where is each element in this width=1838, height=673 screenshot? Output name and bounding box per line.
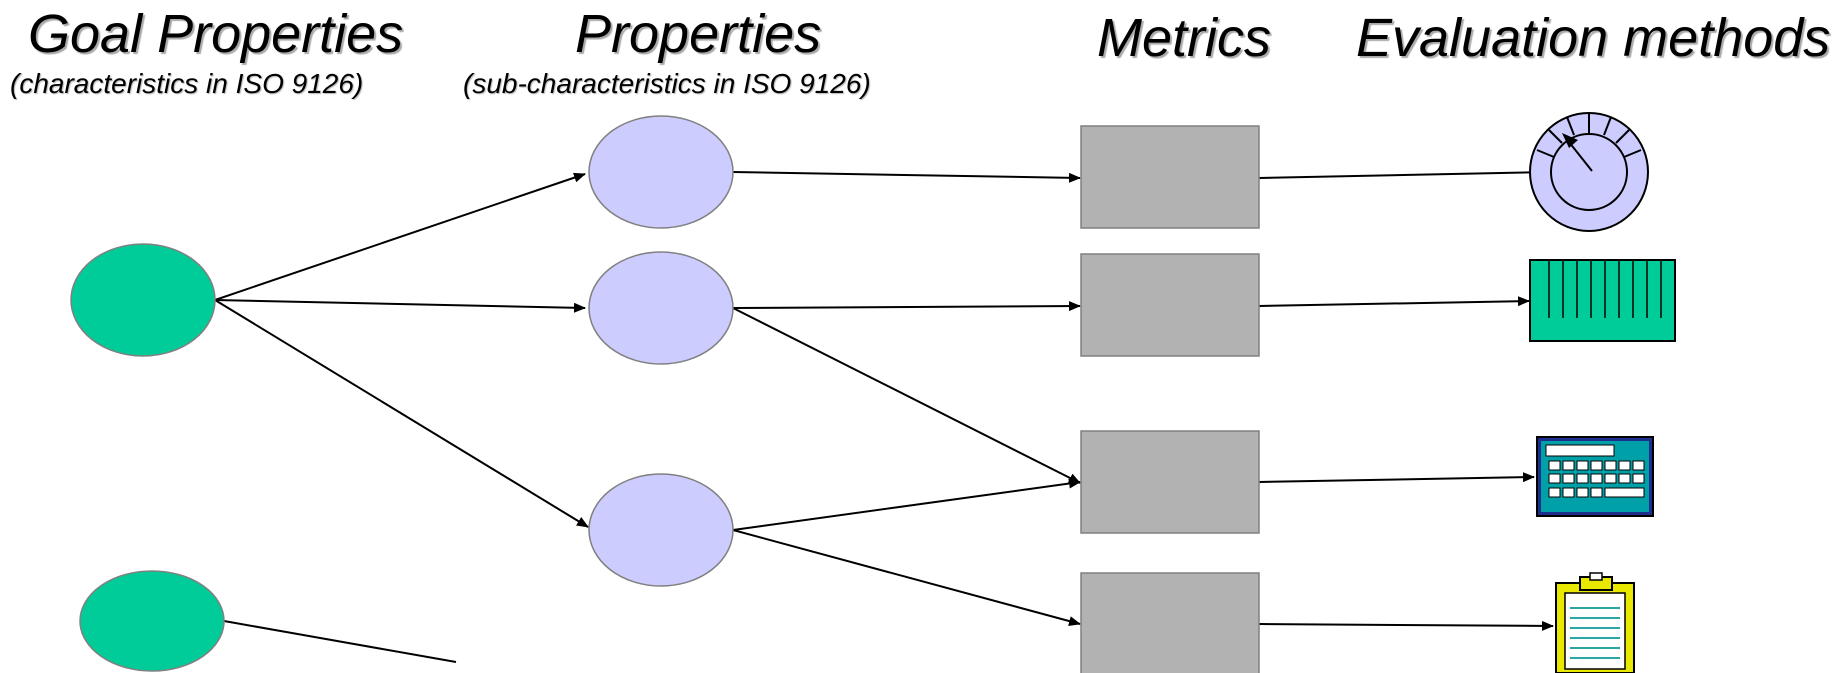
property-node-1	[588, 115, 734, 229]
edge-metric2-eval2	[1258, 296, 1530, 307]
property-node-3	[588, 473, 734, 587]
edge-metric1-eval1	[1258, 167, 1551, 179]
properties-title: Properties	[575, 4, 822, 64]
edge-prop3-metric3	[732, 478, 1081, 531]
table-grid-icon	[1529, 259, 1676, 342]
edge-goal1-prop2	[214, 299, 586, 313]
edge-prop1-metric1	[732, 171, 1081, 183]
edge-prop2-metric3	[732, 307, 1081, 484]
metric-box-1	[1080, 125, 1260, 229]
metric-box-4	[1080, 572, 1260, 673]
goal-property-node-2	[79, 570, 225, 672]
calculator-icon	[1536, 436, 1654, 517]
edge-goal1-prop3	[214, 299, 589, 528]
goal-properties-subtitle: (characteristics in ISO 9126)	[10, 68, 364, 99]
edge-prop3-metric4	[732, 529, 1081, 626]
gauge-icon	[1529, 112, 1649, 232]
edge-prop2-metric2	[732, 301, 1081, 312]
metrics-title: Metrics	[1097, 8, 1271, 68]
property-node-2	[588, 251, 734, 365]
edge-goal2-offscreen	[223, 620, 457, 663]
goal-properties-title: Goal Properties	[28, 4, 404, 64]
edges	[214, 167, 1554, 663]
properties-subtitle: (sub-characteristics in ISO 9126)	[463, 68, 871, 99]
edge-metric3-eval3	[1258, 472, 1535, 483]
metric-box-3	[1080, 430, 1260, 534]
clipboard-icon	[1555, 572, 1635, 673]
evaluation-methods-title: Evaluation methods	[1356, 8, 1831, 68]
metric-box-2	[1080, 253, 1260, 357]
edge-goal1-prop1	[214, 172, 586, 301]
goal-property-node-1	[70, 243, 216, 357]
edge-metric4-eval4	[1258, 620, 1554, 631]
